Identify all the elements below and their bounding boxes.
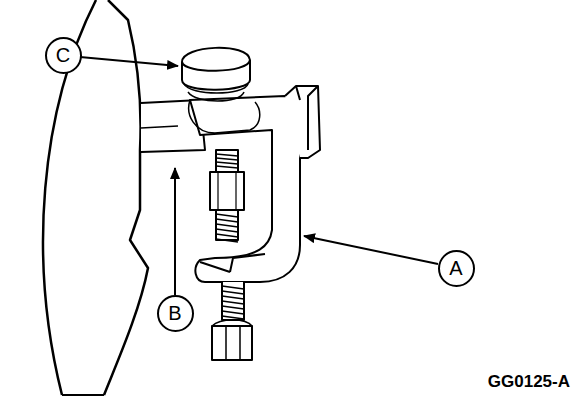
thread-stroke (216, 154, 238, 156)
thread-stroke (222, 296, 244, 299)
thread-stroke (222, 316, 244, 319)
figure-code: GG0125-A (488, 372, 570, 392)
thread-stroke (216, 162, 238, 164)
thread-stroke (216, 239, 238, 242)
callout-letter: B (157, 295, 194, 332)
callout-text: C (56, 45, 70, 65)
thread-stroke (216, 166, 238, 168)
callout-text: A (449, 258, 462, 278)
callout-letter: C (45, 37, 82, 74)
thread-stroke (216, 219, 238, 222)
thread-stroke (222, 306, 244, 309)
callout-text: B (168, 303, 181, 323)
thread-stroke (222, 311, 244, 314)
thread-stroke (216, 234, 238, 237)
thread-stroke (216, 224, 238, 227)
callout-letter: A (438, 250, 475, 287)
thread-stroke (216, 158, 238, 160)
thread-stroke (216, 214, 238, 217)
thread-stroke (222, 291, 244, 294)
thread-stroke (216, 229, 238, 232)
thread-stroke (222, 286, 244, 289)
thread-stroke (222, 301, 244, 304)
